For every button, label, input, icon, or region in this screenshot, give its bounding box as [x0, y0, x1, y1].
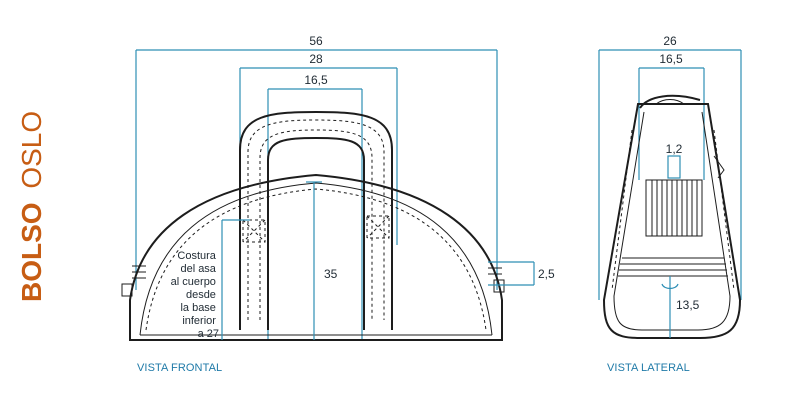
dim-gusset: 1,2	[666, 142, 683, 179]
bag-body-side	[602, 94, 742, 339]
title-bold: BOLSO	[16, 202, 47, 302]
side-view-caption: VISTA LATERAL	[607, 362, 690, 374]
dim-base-height: 13,5	[661, 276, 700, 338]
dim-label-13-5: 13,5	[676, 298, 700, 312]
front-view: 56 28 16,5	[121, 34, 555, 374]
seam-note-line-7: a 27	[198, 328, 219, 340]
title-light: OSLO	[16, 111, 47, 189]
dim-label-1-2: 1,2	[666, 142, 683, 156]
dim-label-16-5: 16,5	[304, 73, 328, 87]
seam-note-line-3: al cuerpo	[171, 276, 216, 288]
seam-note-text: Costura del asa al cuerpo desde la base …	[171, 250, 219, 340]
dim-side-top-width: 16,5	[638, 52, 705, 180]
dim-total-width: 56	[135, 34, 498, 290]
bag-handles-front	[239, 110, 393, 330]
dim-side-band: 2,5	[488, 261, 555, 286]
seam-note-line-4: desde	[186, 289, 216, 301]
seam-note-line-6: inferior	[182, 315, 216, 327]
dim-label-26: 26	[663, 34, 677, 48]
dim-label-35: 35	[324, 267, 338, 281]
front-view-caption: VISTA FRONTAL	[137, 362, 222, 374]
dim-label-side-16-5: 16,5	[659, 52, 683, 66]
dim-label-28: 28	[309, 52, 323, 66]
seam-note-line-2: del asa	[180, 263, 216, 275]
dim-height: 35	[306, 181, 338, 340]
title: BOLSO OSLO	[16, 96, 48, 306]
bag-body-front	[121, 173, 505, 341]
seam-note-line-1: Costura	[177, 250, 216, 262]
seam-note-line-5: la base	[180, 302, 215, 314]
side-view: 26 16,5	[598, 34, 742, 374]
dim-label-56: 56	[309, 34, 323, 48]
svg-text:BOLSO OSLO: BOLSO OSLO	[16, 111, 47, 302]
seam-note: Costura del asa al cuerpo desde la base …	[171, 219, 250, 340]
dim-label-2-5: 2,5	[538, 267, 555, 281]
dim-side-total-width: 26	[598, 34, 742, 300]
